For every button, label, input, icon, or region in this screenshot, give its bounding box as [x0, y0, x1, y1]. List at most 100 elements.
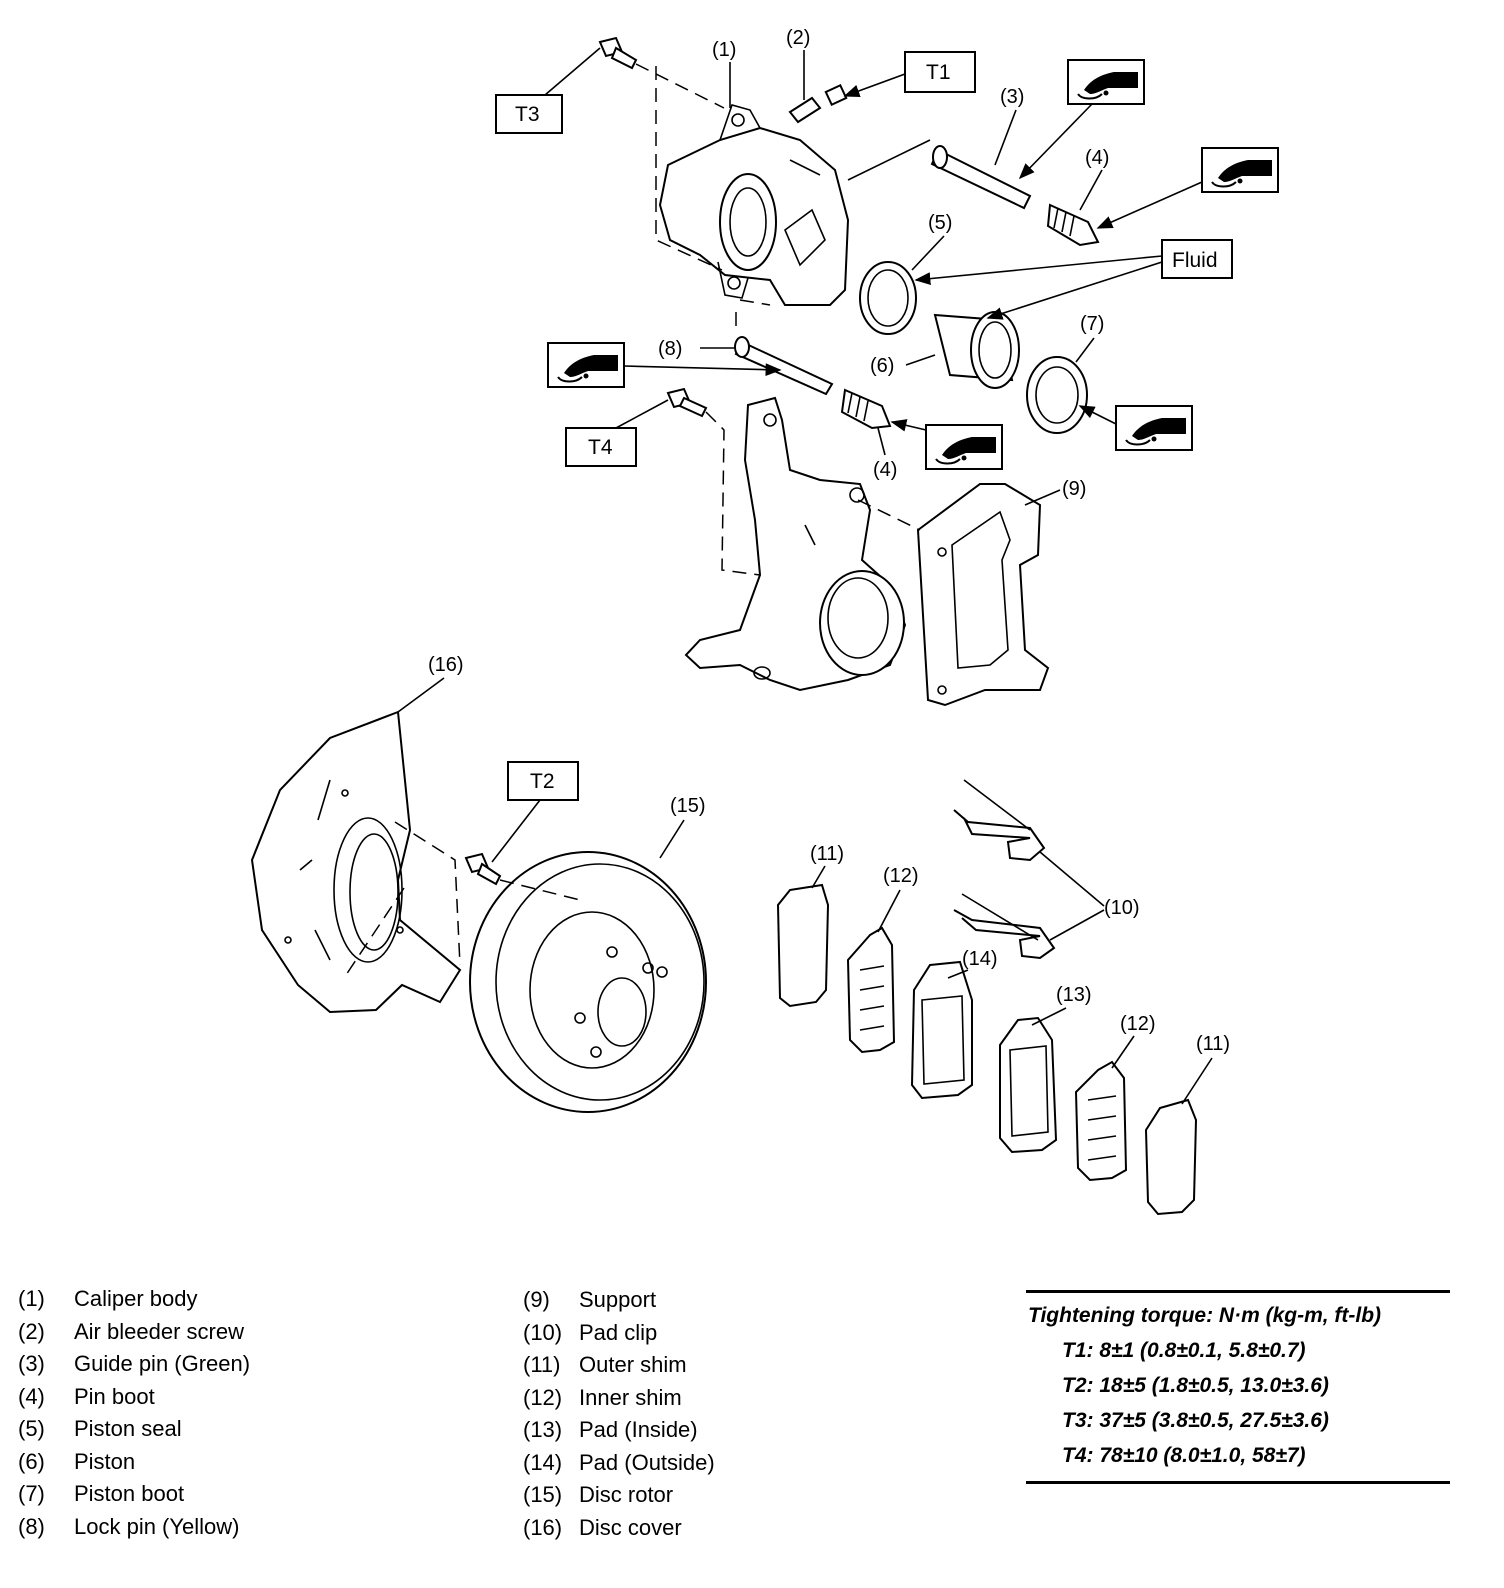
- callout-11-right: (11): [1196, 1033, 1230, 1055]
- legend-item: (4) Pin boot: [18, 1381, 250, 1414]
- legend-item: (12) Inner shim: [523, 1382, 715, 1415]
- legend-number: (7): [18, 1481, 45, 1506]
- assembly-dashed-lines: [345, 63, 931, 976]
- pad-clip-lower: [953, 893, 1056, 960]
- callout-8: (8): [658, 338, 682, 360]
- legend-item: (13) Pad (Inside): [523, 1414, 715, 1447]
- legend-item: (16) Disc cover: [523, 1512, 715, 1545]
- callout-13: (13): [1056, 984, 1092, 1006]
- legend-number: (14): [523, 1449, 563, 1475]
- legend-name: Lock pin (Yellow): [74, 1513, 240, 1539]
- callout-labels: (1) (2) (3) (4) (5) (6) (7) (8) (4) (9) …: [397, 27, 1230, 1105]
- grease-gun-icon: [1201, 147, 1279, 193]
- grease-gun-icon: [1115, 405, 1193, 451]
- legend-name: Piston seal: [74, 1416, 182, 1441]
- torque-tag-t4: T4: [565, 399, 669, 467]
- bolt-t2: [464, 852, 502, 886]
- legend-number: (16): [523, 1514, 563, 1540]
- parts-legend-left: (1)Caliper body (2)Air bleeder screw (3)…: [18, 1283, 250, 1543]
- torque-spec-box: Tightening torque: N·m (kg-m, ft-lb) T1:…: [1026, 1290, 1450, 1484]
- torque-tag-t2: T2: [491, 761, 579, 863]
- svg-text:T3: T3: [515, 103, 540, 126]
- callout-9: (9): [1062, 478, 1086, 500]
- legend-number: (10): [523, 1319, 563, 1345]
- callout-12-right: (12): [1120, 1013, 1156, 1035]
- legend-item: (6) Piston: [18, 1446, 250, 1479]
- legend-item: (1)Caliper body: [18, 1283, 250, 1316]
- inner-shim-right: [1074, 1060, 1128, 1182]
- disc-rotor: [469, 851, 707, 1113]
- legend-name: Disc rotor: [579, 1482, 674, 1507]
- guide-pin: [930, 145, 1032, 210]
- pad-outside: [910, 960, 973, 1100]
- legend-item: (11) Outer shim: [523, 1349, 715, 1382]
- legend-name: Air bleeder screw: [74, 1318, 244, 1344]
- caliper-body: [658, 104, 850, 306]
- legend-number: (13): [523, 1417, 563, 1442]
- legend-item: (15)Disc rotor: [523, 1479, 715, 1512]
- legend-number: (8): [18, 1513, 45, 1539]
- legend-name: Piston: [74, 1448, 136, 1474]
- parts-legend-right: (9) Support (10) Pad clip (11) Outer shim (…: [523, 1284, 715, 1544]
- legend-item: (5)Piston seal: [18, 1413, 250, 1446]
- torque-heading: Tightening torque: N·m (kg-m, ft-lb): [1028, 1304, 1382, 1327]
- callout-3: (3): [1000, 86, 1024, 108]
- legend-name: Outer shim: [579, 1352, 687, 1377]
- svg-text:T2: T2: [530, 770, 555, 793]
- legend-number: (3): [18, 1351, 45, 1376]
- legend-number: (4): [18, 1383, 45, 1409]
- legend-name: Guide pin (Green): [74, 1351, 251, 1376]
- legend-name: Support: [579, 1287, 657, 1312]
- callout-5: (5): [928, 212, 952, 234]
- legend-number: (6): [18, 1448, 45, 1474]
- air-bleeder-screw: [788, 83, 848, 124]
- callout-6: (6): [870, 355, 894, 377]
- callout-1: (1): [712, 39, 736, 61]
- bolt-t4: [666, 387, 708, 418]
- pad-clip-upper: [953, 779, 1046, 862]
- torque-tag-t3: T3: [495, 47, 601, 134]
- legend-name: Pad (Outside): [579, 1449, 715, 1475]
- legend-name: Disc cover: [579, 1514, 682, 1540]
- legend-name: Pad (Inside): [579, 1417, 698, 1442]
- legend-name: Inner shim: [579, 1384, 682, 1410]
- legend-item: (10) Pad clip: [523, 1317, 715, 1350]
- outer-shim-left: [776, 883, 830, 1008]
- grease-gun-icon: [1067, 59, 1145, 105]
- outer-shim-right: [1144, 1098, 1198, 1216]
- pin-boot-lower: [840, 388, 892, 430]
- callout-7: (7): [1080, 313, 1104, 335]
- svg-text:Fluid: Fluid: [1172, 249, 1218, 272]
- torque-row-t2: T2: 18±5 (1.8±0.5, 13.0±3.6): [1062, 1374, 1329, 1397]
- fluid-tag: Fluid: [914, 239, 1233, 320]
- support: [916, 483, 1050, 707]
- legend-number: (12): [523, 1384, 563, 1410]
- grease-gun-icon: [547, 342, 625, 388]
- torque-row-t4: T4: 78±10 (8.0±1.0, 58±7): [1062, 1444, 1306, 1467]
- callout-2: (2): [786, 27, 810, 49]
- steering-knuckle: [684, 396, 907, 692]
- legend-name: Pin boot: [74, 1383, 155, 1409]
- piston: [933, 311, 1020, 389]
- exploded-brake-diagram: (1) (2) (3) (4) (5) (6) (7) (8) (4) (9) …: [250, 27, 1279, 1216]
- callout-16: (16): [428, 654, 464, 676]
- callout-10: (10): [1104, 897, 1140, 919]
- callout-11-left: (11): [810, 843, 844, 865]
- piston-boot: [1026, 356, 1088, 434]
- legend-number: (9): [523, 1287, 550, 1312]
- svg-text:T1: T1: [926, 61, 951, 84]
- legend-item: (14) Pad (Outside): [523, 1447, 715, 1480]
- piston-seal: [859, 261, 917, 335]
- legend-name: Pad clip: [579, 1319, 658, 1345]
- legend-number: (11): [523, 1352, 561, 1377]
- callout-14: (14): [962, 948, 998, 970]
- legend-item: (8) Lock pin (Yellow): [18, 1511, 250, 1544]
- torque-row-t1: T1: 8±1 (0.8±0.1, 5.8±0.7): [1062, 1339, 1306, 1362]
- callout-4-lower: (4): [873, 459, 897, 481]
- pad-inside: [999, 1016, 1058, 1154]
- legend-name: Caliper body: [74, 1286, 198, 1311]
- callout-12-left: (12): [883, 865, 919, 887]
- bolt-t3: [598, 36, 638, 70]
- lock-pin: [734, 336, 834, 396]
- disc-cover: [250, 710, 462, 1014]
